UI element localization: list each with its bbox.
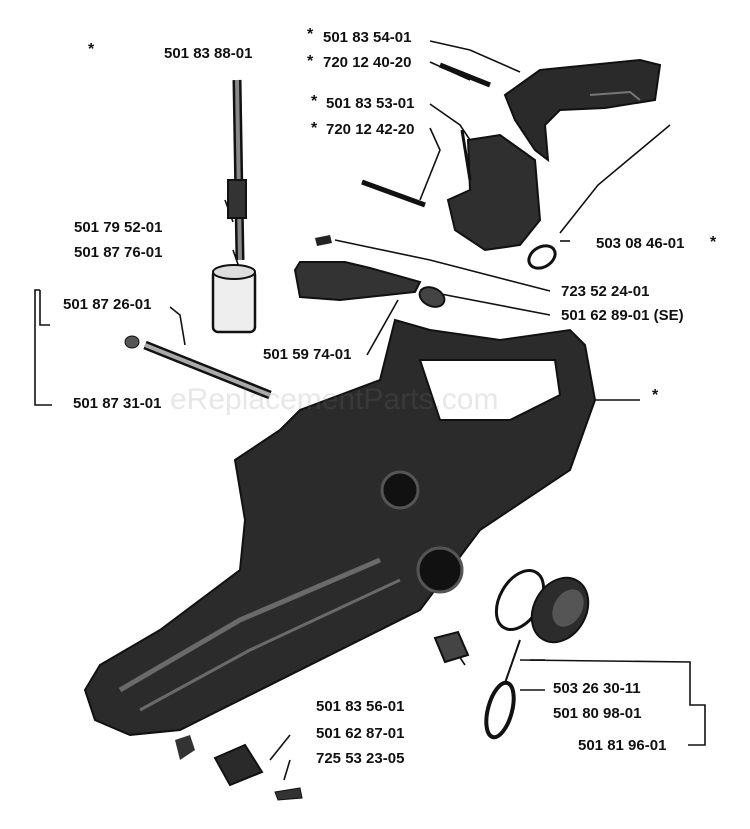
marker: * bbox=[311, 93, 318, 110]
part-label: 725 53 23-05 bbox=[316, 750, 405, 767]
part-label: 501 80 98-01 bbox=[553, 705, 642, 722]
marker: * bbox=[311, 120, 318, 137]
crankcase-housing bbox=[83, 318, 597, 737]
leader-line bbox=[334, 239, 551, 292]
leader-line bbox=[429, 40, 521, 73]
part-label: 720 12 42-20 bbox=[326, 121, 415, 138]
leader-line bbox=[419, 127, 441, 201]
part-label: 503 08 46-01 bbox=[596, 235, 685, 252]
bracket-plate bbox=[293, 261, 422, 302]
leader-line bbox=[429, 103, 471, 141]
part-label: 503 26 30-11 bbox=[553, 680, 641, 697]
leader-line bbox=[366, 299, 399, 356]
tension-bolt bbox=[213, 743, 264, 787]
bushing bbox=[433, 630, 470, 664]
trigger-lever bbox=[446, 133, 542, 252]
part-label: 501 87 76-01 bbox=[74, 244, 163, 261]
part-label: 501 59 74-01 bbox=[263, 346, 352, 363]
marker: * bbox=[652, 387, 659, 404]
part-label: 501 87 26-01 bbox=[63, 296, 152, 313]
part-label: 501 81 96-01 bbox=[578, 737, 667, 754]
part-label: 720 12 40-20 bbox=[323, 54, 412, 71]
part-label: 501 87 31-01 bbox=[73, 395, 162, 412]
leader-line bbox=[283, 759, 291, 781]
marker: * bbox=[307, 26, 314, 43]
pin bbox=[439, 62, 491, 88]
cap-strap bbox=[484, 680, 516, 740]
leader-line bbox=[519, 659, 706, 746]
leader-line bbox=[269, 734, 291, 761]
leader-line bbox=[559, 124, 671, 234]
part-label: 501 83 54-01 bbox=[323, 29, 412, 46]
leader-line bbox=[34, 289, 52, 406]
part-label: 501 62 89-01 (SE) bbox=[561, 307, 684, 324]
leader-line bbox=[169, 306, 186, 346]
part-label: 501 83 88-01 bbox=[164, 45, 253, 62]
leader-line bbox=[39, 290, 50, 326]
marker: * bbox=[710, 234, 717, 251]
part-label: 501 83 53-01 bbox=[326, 95, 415, 112]
part-label: 501 79 52-01 bbox=[74, 219, 163, 236]
marker: * bbox=[307, 53, 314, 70]
watermark: eReplacementParts.com bbox=[170, 383, 499, 416]
part-label: 501 83 56-01 bbox=[316, 698, 405, 715]
part-label: 723 52 24-01 bbox=[561, 283, 650, 300]
top-handle bbox=[503, 58, 662, 163]
part-label: 501 62 87-01 bbox=[316, 725, 405, 742]
marker: * bbox=[88, 41, 95, 58]
